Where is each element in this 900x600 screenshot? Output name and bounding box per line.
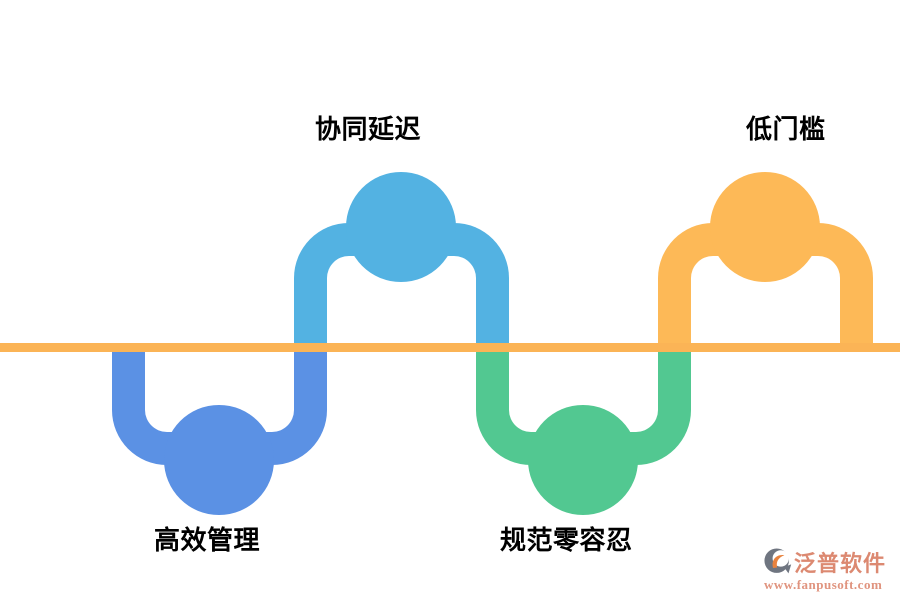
node-label-3: 规范零容忍 bbox=[500, 526, 633, 556]
brand-logo-icon bbox=[764, 547, 792, 573]
node-label-4: 低门槛 bbox=[746, 115, 826, 145]
node-2-circle bbox=[346, 172, 456, 282]
node-4-circle bbox=[710, 172, 820, 282]
node-3-circle bbox=[528, 405, 638, 515]
brand-url: www.fanpusoft.com bbox=[764, 577, 883, 592]
node-1-circle bbox=[164, 405, 274, 515]
brand-name: 泛普软件 bbox=[794, 552, 887, 577]
node-label-1: 高效管理 bbox=[154, 526, 261, 556]
watermark: 泛普软件 www.fanpusoft.com bbox=[764, 546, 896, 593]
node-label-2: 协同延迟 bbox=[315, 115, 422, 145]
timeline-baseline bbox=[0, 343, 900, 352]
